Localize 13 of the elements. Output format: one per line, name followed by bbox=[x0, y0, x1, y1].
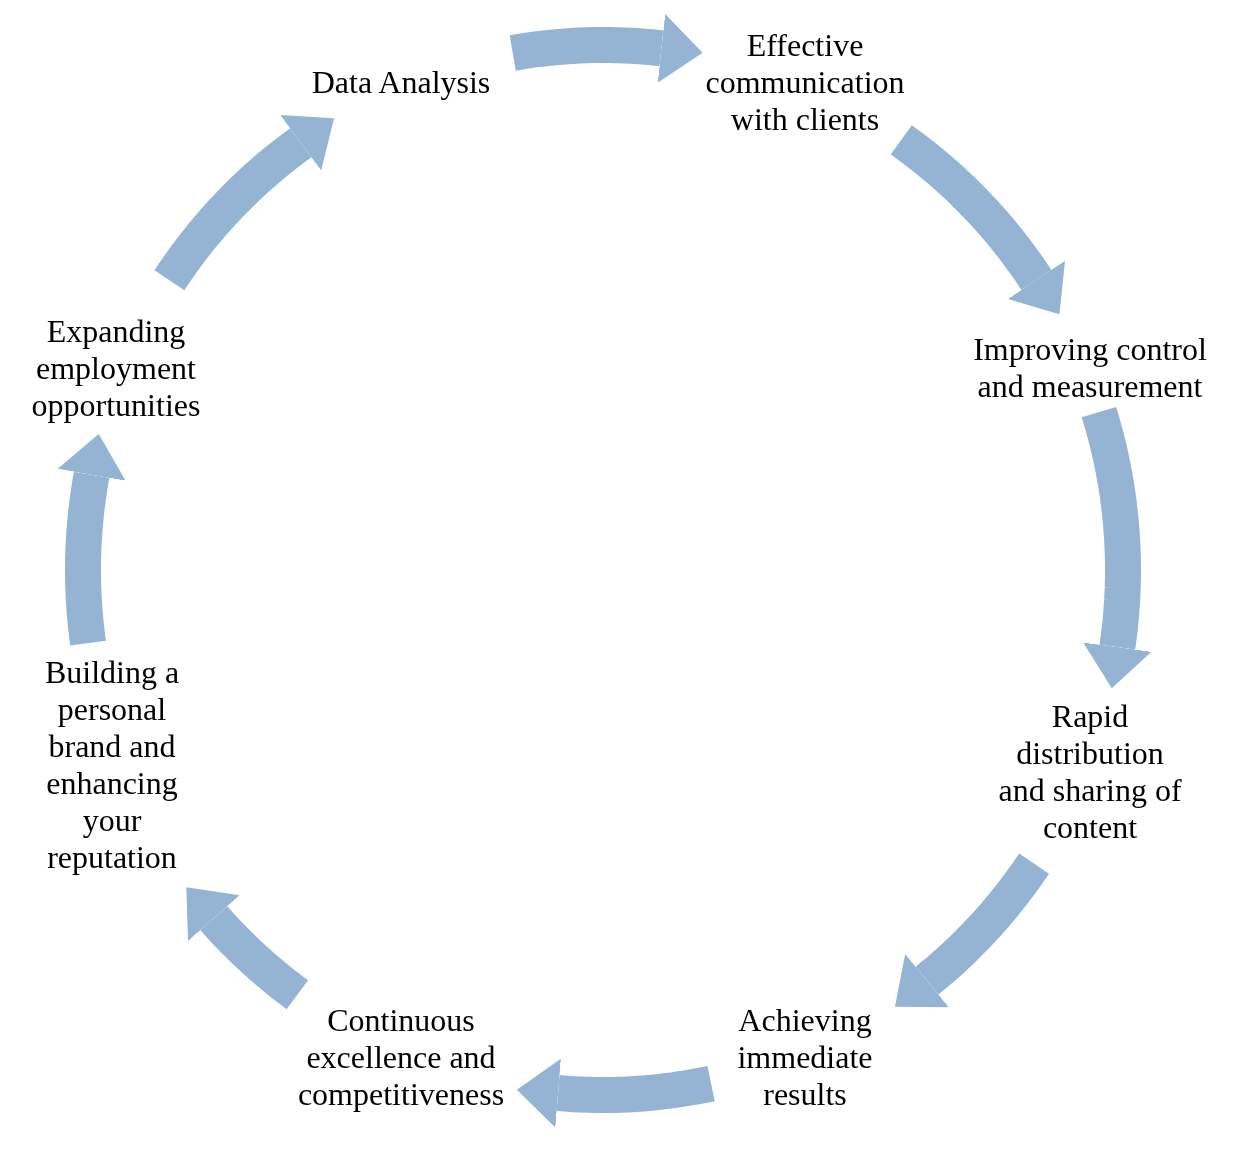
curved-block-arrow bbox=[186, 887, 311, 1010]
cycle-step-text: Effective communication with clients bbox=[704, 26, 906, 138]
curved-block-arrow bbox=[1081, 405, 1152, 689]
cycle-step-text: Building a personal brand and enhancing your reputation bbox=[43, 654, 181, 876]
cycle-step-text: Continuous excellence and competitiveness bbox=[296, 1001, 506, 1113]
cycle-step-text: Achieving immediate results bbox=[736, 1001, 874, 1113]
curved-block-arrow bbox=[890, 125, 1066, 315]
cycle-step-text: Expanding employment opportunities bbox=[30, 312, 202, 424]
cycle-step-text: Data Analysis bbox=[310, 63, 492, 101]
cycle-step-text: Rapid distribution and sharing of content bbox=[997, 698, 1183, 846]
curved-block-arrow bbox=[894, 852, 1049, 1008]
curved-block-arrow bbox=[154, 115, 335, 291]
cycle-step-text: Improving control and measurement bbox=[972, 331, 1208, 405]
